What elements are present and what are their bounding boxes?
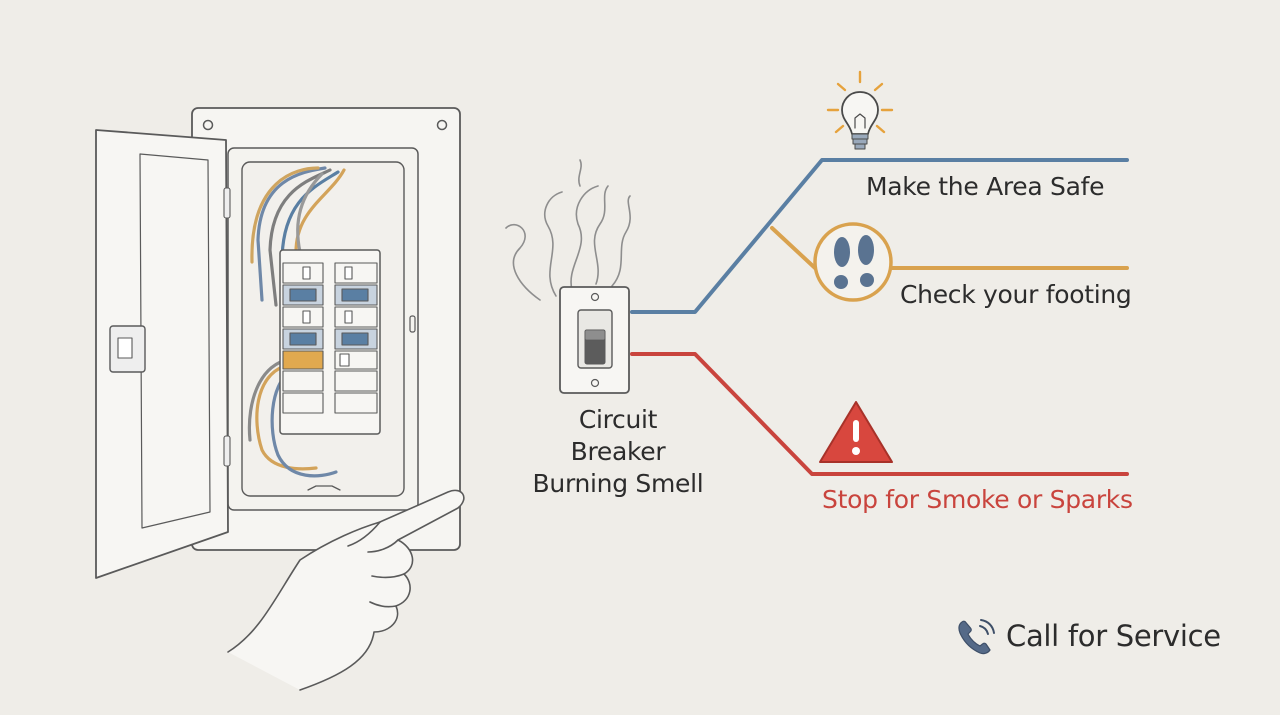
phone-icon <box>958 619 995 655</box>
branch-label-stop: Stop for Smoke or Sparks <box>822 485 1133 514</box>
footprints-icon <box>813 222 893 302</box>
call-for-service-label: Call for Service <box>1006 619 1221 653</box>
branch-label-safe: Make the Area Safe <box>866 172 1105 201</box>
source-label-line1: Circuit Breaker <box>570 405 666 466</box>
electrical-panel <box>191 107 461 551</box>
call-for-service-button[interactable]: Call for Service <box>954 614 1221 658</box>
panel-door <box>95 129 231 579</box>
safe-branch-line <box>630 158 1129 314</box>
source-label: Circuit Breaker Burning Smell <box>528 404 708 500</box>
pointing-hand <box>227 489 465 691</box>
branch-label-footing: Check your footing <box>900 280 1132 309</box>
warning-icon <box>819 401 893 463</box>
light-bulb-icon <box>826 70 894 150</box>
breaker-column-left <box>282 262 324 414</box>
breaker-column-right <box>334 262 378 414</box>
wall-switch-icon <box>559 286 630 394</box>
panel-wires <box>247 166 346 478</box>
smoke-icon <box>505 159 631 301</box>
stop-branch-line <box>630 352 1129 476</box>
source-label-line2: Burning Smell <box>532 469 704 498</box>
